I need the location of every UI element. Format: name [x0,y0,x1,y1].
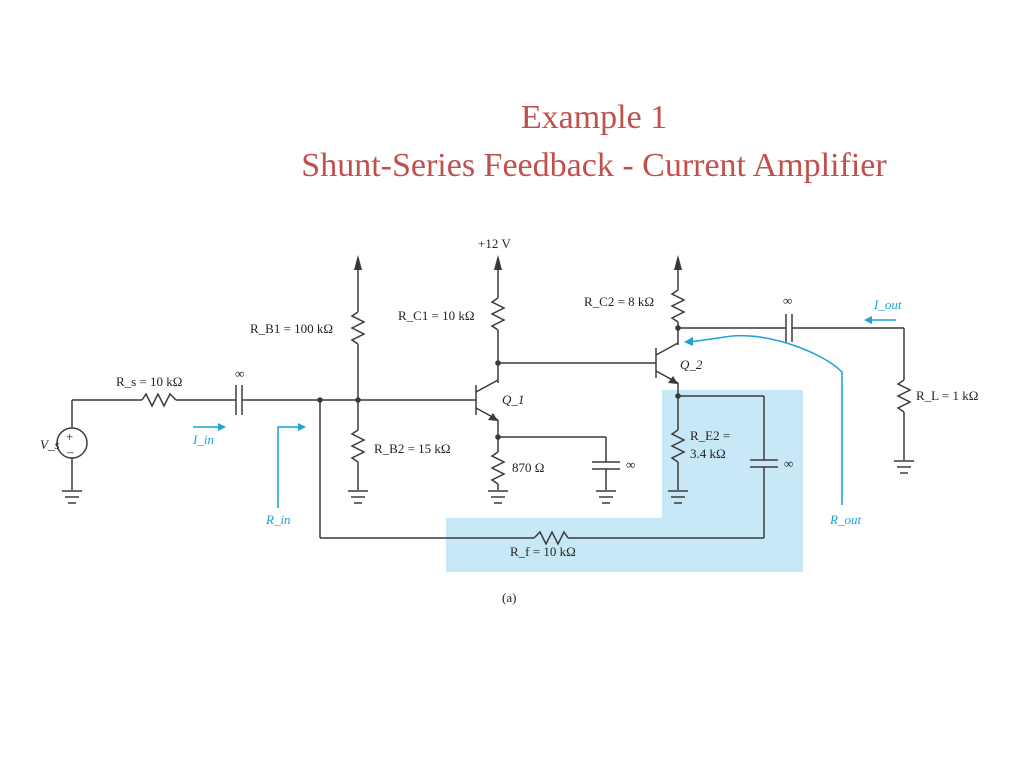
re2-resistor [670,429,686,463]
figure-caption: (a) [502,590,516,605]
svg-text:+: + [66,429,73,444]
output-capacitor-label: ∞ [783,293,792,308]
ground-icon [488,490,508,504]
ground-icon [894,460,914,474]
ground-icon [348,490,368,504]
r870-label: 870 Ω [512,460,544,475]
rf-resistor [533,530,569,546]
rb2-resistor [350,429,366,463]
ground-icon [596,490,616,504]
rin-arrow-icon [277,423,306,508]
q2-label: Q_2 [680,357,703,372]
vcc-arrow-icon [354,255,362,270]
rin-label: R_in [265,512,291,527]
rb1-label: R_B1 = 100 kΩ [250,321,333,336]
re2-label-line2: 3.4 kΩ [690,446,726,461]
rb1-resistor [350,311,366,345]
title-line-1: Example 1 [520,99,668,136]
title-line-2: Shunt-Series Feedback - Current Amplifie… [301,147,887,184]
rl-resistor [896,379,912,413]
svg-text:–: – [66,444,74,459]
rc2-resistor [670,289,686,323]
iin-arrow-icon [193,423,226,431]
rb2-label: R_B2 = 15 kΩ [374,441,451,456]
feedback-network-highlight [446,390,803,572]
rc1-label: R_C1 = 10 kΩ [398,308,475,323]
iin-label: I_in [192,432,214,447]
feedback-capacitor-label: ∞ [784,456,793,471]
iout-arrow-icon [864,316,896,324]
vs-label: V_s [40,437,60,452]
rc1-resistor [490,297,506,331]
input-capacitor-label: ∞ [235,366,244,381]
transistor-q2 [655,342,679,384]
vcc-arrow-icon [494,255,502,270]
r870-resistor [490,451,506,485]
iout-label: I_out [873,297,902,312]
vcc-arrow-icon [674,255,682,270]
rout-arrow-icon [684,334,843,505]
ground-icon [62,490,82,504]
rf-label: R_f = 10 kΩ [510,544,576,559]
re2-label-line1: R_E2 = [690,428,730,443]
rout-label: R_out [829,512,861,527]
rs-label: R_s = 10 kΩ [116,374,182,389]
rc2-label: R_C2 = 8 kΩ [584,294,654,309]
supply-label: +12 V [478,236,511,251]
ground-icon [668,490,688,504]
q1-label: Q_1 [502,392,524,407]
rs-resistor [141,392,177,408]
rl-label: R_L = 1 kΩ [916,388,978,403]
bypass-capacitor-label: ∞ [626,457,635,472]
transistor-q1 [475,379,499,421]
